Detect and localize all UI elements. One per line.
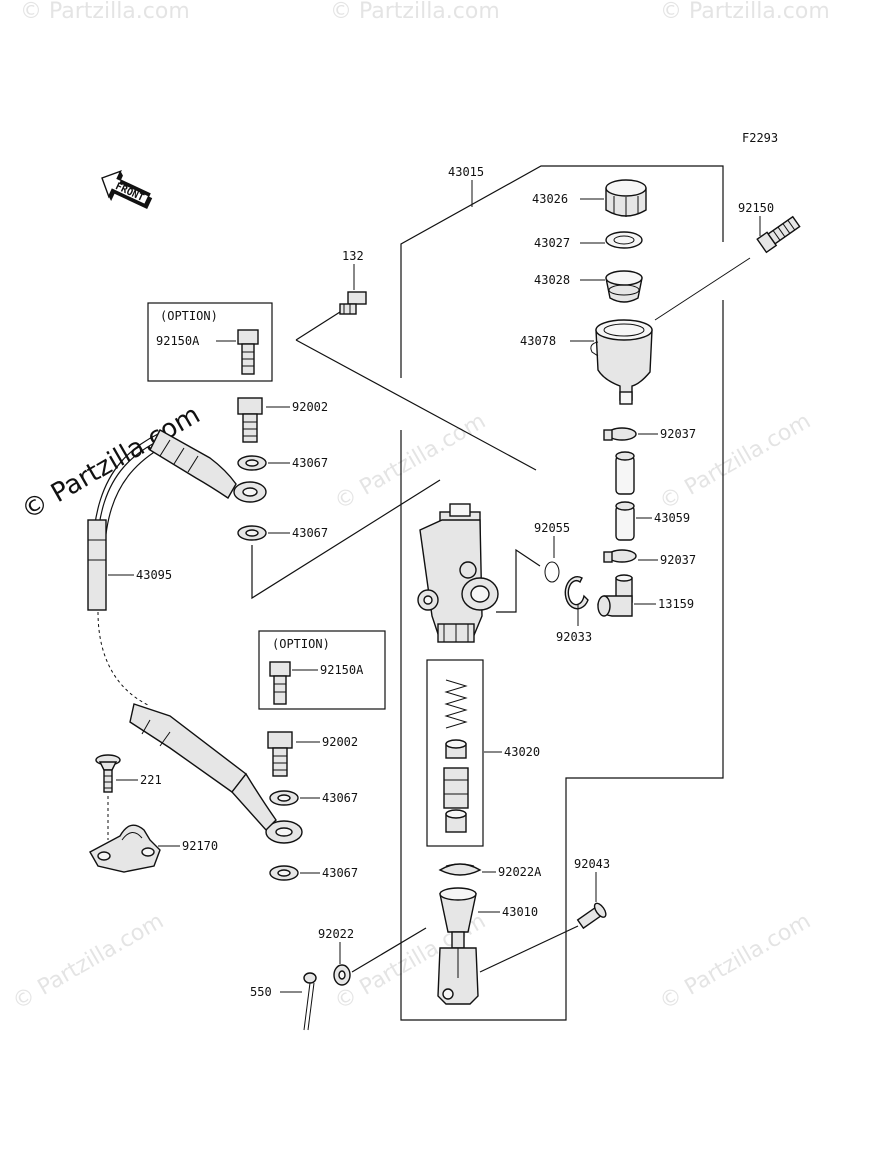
watermark: © Partzilla.com xyxy=(330,0,500,24)
part-label-92150A: 92150A xyxy=(320,663,364,677)
assembly-bracket-43015 xyxy=(400,165,724,1021)
diagram-code: F2293 xyxy=(742,131,778,145)
front-arrow: FRONT xyxy=(101,169,153,209)
option-label: (OPTION) xyxy=(272,637,330,651)
part-label-43010: 43010 xyxy=(502,905,538,919)
part-label-92002: 92002 xyxy=(322,735,358,749)
washer-43067 xyxy=(269,865,299,881)
brake-hose-43095 xyxy=(87,429,303,844)
option-box-2: (OPTION) 92150A xyxy=(258,630,386,710)
part-label-43015: 43015 xyxy=(448,165,484,179)
part-label-92150A: 92150A xyxy=(156,334,200,348)
piston-kit-43020 xyxy=(426,659,484,847)
washer-43067 xyxy=(237,455,267,471)
push-rod-43010 xyxy=(437,887,479,1005)
part-label-92037: 92037 xyxy=(660,553,696,567)
o-ring-92055 xyxy=(544,561,560,583)
part-label-92150: 92150 xyxy=(738,201,774,215)
watermark: © Partzilla.com xyxy=(20,0,190,24)
part-label-92037: 92037 xyxy=(660,427,696,441)
part-label-43059: 43059 xyxy=(654,511,690,525)
elbow-fitting-13159 xyxy=(597,574,633,617)
watermark: © Partzilla.com xyxy=(660,0,830,24)
hose-clamp-92037 xyxy=(603,549,637,563)
part-label-43095: 43095 xyxy=(136,568,172,582)
part-label-43026: 43026 xyxy=(532,192,568,206)
bolt-92150 xyxy=(756,215,801,254)
option-box-1: (OPTION) 92150A xyxy=(147,302,273,382)
part-label-43067: 43067 xyxy=(292,526,328,540)
bolt-132 xyxy=(339,291,367,315)
banjo-bolt-92002 xyxy=(237,397,263,443)
diaphragm-plate-43027 xyxy=(605,231,643,249)
part-label-43028: 43028 xyxy=(534,273,570,287)
watermark: © Partzilla.com xyxy=(656,909,816,1016)
part-label-43067: 43067 xyxy=(292,456,328,470)
diaphragm-43028 xyxy=(605,270,643,303)
part-label-550: 550 xyxy=(250,985,272,999)
part-label-92022: 92022 xyxy=(318,927,354,941)
watermark: © Partzilla.com xyxy=(656,409,816,516)
washer-92022 xyxy=(333,964,351,986)
part-label-43067: 43067 xyxy=(322,866,358,880)
part-label-92170: 92170 xyxy=(182,839,218,853)
part-label-92055: 92055 xyxy=(534,521,570,535)
part-label-92022A: 92022A xyxy=(498,865,542,879)
part-label-43078: 43078 xyxy=(520,334,556,348)
washer-43067 xyxy=(269,790,299,806)
circlip-92033 xyxy=(564,576,589,610)
banjo-bolt-92002 xyxy=(267,731,293,777)
pin-92043 xyxy=(576,902,607,930)
part-label-43027: 43027 xyxy=(534,236,570,250)
hose-43059 xyxy=(615,451,635,541)
reservoir-43078 xyxy=(590,319,653,405)
hose-clamp-92037 xyxy=(603,427,637,441)
master-cylinder-body xyxy=(417,503,499,643)
part-label-92043: 92043 xyxy=(574,857,610,871)
part-label-43020: 43020 xyxy=(504,745,540,759)
reservoir-cap-43026 xyxy=(605,179,647,217)
part-label-92002: 92002 xyxy=(292,400,328,414)
part-label-43067: 43067 xyxy=(322,791,358,805)
washer-43067 xyxy=(237,525,267,541)
part-label-92033: 92033 xyxy=(556,630,592,644)
cotter-pin-550 xyxy=(303,972,317,1031)
part-label-221: 221 xyxy=(140,773,162,787)
circlip-92022A xyxy=(438,863,482,876)
part-label-13159: 13159 xyxy=(658,597,694,611)
part-label-132: 132 xyxy=(342,249,364,263)
option-label: (OPTION) xyxy=(160,309,218,323)
hose-clamp-92170 xyxy=(89,824,161,873)
screw-221 xyxy=(95,754,121,793)
watermark: © Partzilla.com xyxy=(9,909,169,1016)
